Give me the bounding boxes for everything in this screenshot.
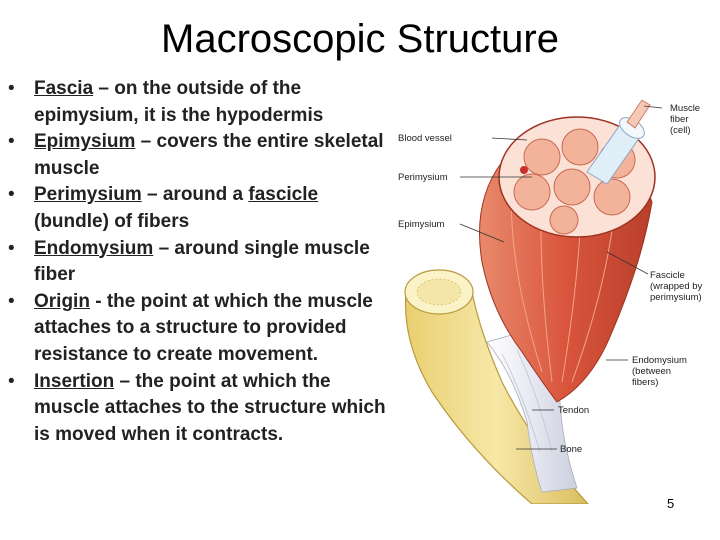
label-muscle-fiber-2: fiber <box>670 114 688 125</box>
bullet-perimysium: • Perimysium – around a fascicle (bundle)… <box>8 182 393 235</box>
bullet-marker: • <box>8 131 15 153</box>
leader-lines <box>459 105 663 450</box>
bullet-marker: • <box>8 290 15 312</box>
bullet-endomysium: • Endomysium – around single muscle fiber <box>8 236 393 289</box>
bullet-marker: • <box>8 184 15 206</box>
term: Endomysium <box>34 237 154 259</box>
term: Insertion <box>34 370 115 392</box>
label-endomysium-1: Endomysium <box>632 355 687 366</box>
bullet-insertion: • Insertion – the point at which the musc… <box>8 369 393 449</box>
label-endomysium-3: fibers) <box>632 377 658 388</box>
bullet-fascia: • Fascia – on the outside of the epimysiu… <box>8 76 393 129</box>
label-perimysium: Perimysium <box>398 172 448 183</box>
term: Epimysium <box>34 131 136 153</box>
bullet-epimysium: • Epimysium – covers the entire skeletal … <box>8 129 393 182</box>
label-bone: Bone <box>560 444 582 455</box>
label-epimysium: Epimysium <box>398 219 445 230</box>
label-muscle-fiber-3: (cell) <box>670 125 691 136</box>
definition: – around single muscle fiber <box>34 237 370 286</box>
label-tendon: Tendon <box>558 405 589 416</box>
label-blood-vessel: Blood vessel <box>398 133 452 144</box>
label-fascicle-1: Fascicle <box>650 270 685 281</box>
definition: (bundle) of fibers <box>34 210 190 232</box>
label-muscle-fiber-1: Muscle <box>670 103 700 114</box>
bullet-marker: • <box>8 370 15 392</box>
term-fascicle: fascicle <box>248 184 319 206</box>
term: Fascia <box>34 78 94 99</box>
label-fascicle-3: perimysium) <box>650 292 702 303</box>
protruding-fascicle <box>586 99 651 185</box>
label-endomysium-2: (between <box>632 366 671 377</box>
definition: – covers the entire skeletal muscle <box>34 131 384 179</box>
bullet-marker: • <box>8 78 15 99</box>
page-number: 5 <box>667 496 675 511</box>
definition-part: – around a <box>141 184 249 206</box>
label-fascicle-2: (wrapped by <box>650 281 703 292</box>
definition: – on the outside of the epimysium, it is… <box>34 78 324 126</box>
muscle-anatomy-figure: Muscle fiber (cell) Blood vessel Perimys… <box>392 92 720 505</box>
term: Origin <box>34 290 90 312</box>
definition: – the point at which the muscle attaches… <box>34 370 386 445</box>
slide-title: Macroscopic Structure <box>161 17 559 61</box>
bullet-origin: • Origin - the point at which the muscle … <box>8 289 393 369</box>
bullet-marker: • <box>8 237 15 259</box>
definition: - the point at which the muscle attaches… <box>34 290 373 365</box>
bullet-list: • Fascia – on the outside of the epimysiu… <box>8 76 393 448</box>
term: Perimysium <box>34 184 142 206</box>
